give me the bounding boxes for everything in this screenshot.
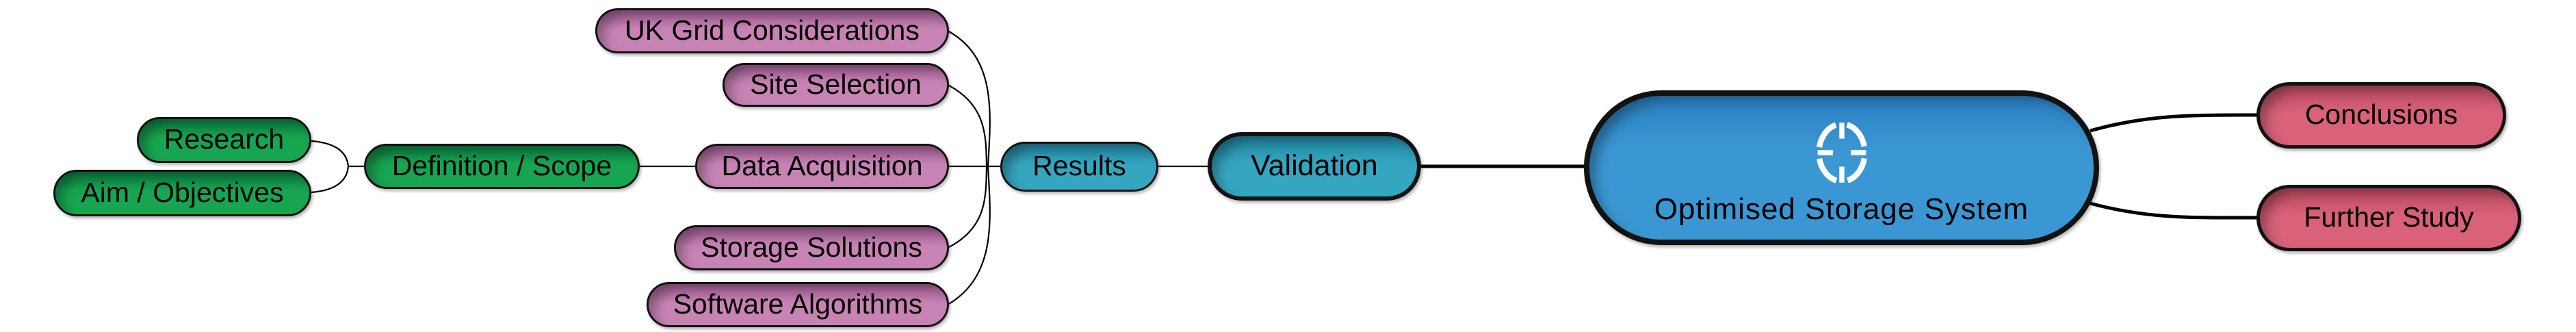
- connector-optimised-furtherstudy: [2090, 201, 2259, 220]
- node-label: Research: [164, 123, 285, 155]
- connector-optimised-conclusions: [2090, 113, 2259, 133]
- node-label: Further Study: [2304, 201, 2474, 233]
- target-icon: [1814, 119, 1869, 186]
- node-label: Software Algorithms: [673, 288, 923, 320]
- node-validation[interactable]: Validation: [1208, 132, 1421, 201]
- node-label: Aim / Objectives: [81, 176, 284, 208]
- node-label: UK Grid Considerations: [625, 14, 920, 46]
- node-aim-objectives[interactable]: Aim / Objectives: [53, 170, 311, 216]
- thin-connectors: [311, 31, 1208, 305]
- node-label: Definition / Scope: [391, 149, 612, 181]
- node-uk-grid-considerations[interactable]: UK Grid Considerations: [595, 8, 949, 53]
- node-research[interactable]: Research: [137, 117, 311, 163]
- node-software-algorithms[interactable]: Software Algorithms: [647, 282, 949, 327]
- node-results[interactable]: Results: [1000, 142, 1158, 192]
- node-site-selection[interactable]: Site Selection: [723, 63, 949, 107]
- node-label: Optimised Storage System: [1654, 192, 2029, 226]
- connector-storage-results: [948, 166, 988, 248]
- node-storage-solutions[interactable]: Storage Solutions: [674, 225, 949, 270]
- node-further-study[interactable]: Further Study: [2256, 185, 2521, 251]
- connector-research-definition: [311, 140, 350, 167]
- node-optimised-storage-system[interactable]: Optimised Storage System: [1584, 90, 2099, 245]
- node-label: Validation: [1251, 149, 1378, 182]
- node-conclusions[interactable]: Conclusions: [2256, 82, 2506, 149]
- node-label: Results: [1032, 150, 1126, 181]
- node-label: Storage Solutions: [701, 231, 922, 263]
- connector-site-results: [948, 85, 988, 166]
- connector-ukgrid-results: [948, 31, 991, 166]
- connector-aim-definition: [311, 166, 350, 194]
- node-data-acquisition[interactable]: Data Acquisition: [695, 144, 949, 189]
- node-label: Conclusions: [2304, 99, 2458, 130]
- connector-software-results: [948, 166, 991, 305]
- thick-connectors: [1421, 113, 2259, 220]
- node-label: Data Acquisition: [721, 149, 923, 181]
- node-label: Site Selection: [750, 68, 922, 100]
- node-definition-scope[interactable]: Definition / Scope: [364, 144, 640, 189]
